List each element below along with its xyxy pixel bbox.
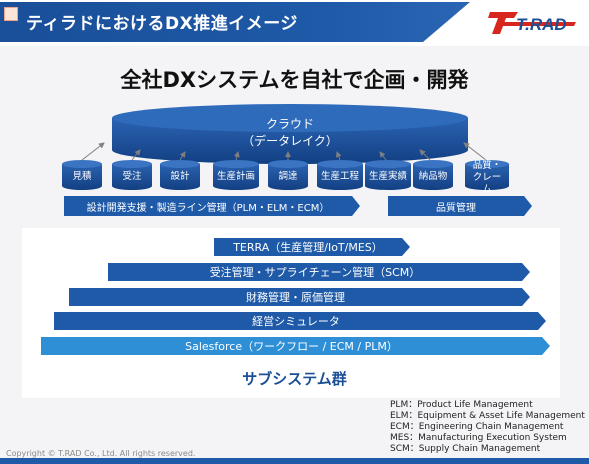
design-band-label: 設計開発支援・製造ライン管理（PLM・ELM・ECM） [86,202,330,214]
slide-marker-icon [4,7,18,21]
terra-bar-label: TERRA（生産管理/IoT/MES） [233,241,383,254]
db-cylinder-seisan-kotei [317,160,363,190]
cloud-disk [112,104,468,164]
trad-logo: T.RAD [488,12,576,34]
legend-elm: ELM：Equipment & Asset Life Management [390,411,585,421]
db-label-nohinbutsu: 納品物 [418,171,448,182]
db-label-seisan-kotei: 生産工程 [320,171,359,182]
cloud-label: クラウド （データレイク） [200,116,380,150]
simulator-bar-label: 経営シミュレータ [252,315,340,328]
logo-text: T.RAD [516,15,567,34]
abbreviation-legend: PLM：Product Life Management ELM：Equipmen… [390,400,585,455]
copyright-notice: Copyright © T.RAD Co., Ltd. All rights r… [6,449,196,458]
db-label-chotatsu: 調達 [278,171,298,182]
simulator-bar-shape [54,312,546,330]
design-band-shape [64,196,360,216]
page-heading: 全社DXシステムを自社で企画・開発 [120,68,469,92]
subsystems-label: サブシステム群 [242,370,347,388]
slide-title: ティラドにおけるDX推進イメージ [26,14,298,34]
db-cylinder-seisan-keikaku [213,160,259,190]
db-cylinder-seisan-jisseki [365,160,411,190]
cloud-label-line2: （データレイク） [242,134,338,148]
finance-bar-shape [69,288,530,306]
database-cylinders [62,160,509,190]
db-label-seisan-jisseki: 生産実績 [368,171,407,182]
salesforce-bar-shape [41,337,550,355]
finance-bar-label: 財務管理・原価管理 [246,291,345,304]
scm-bar-label: 受注管理・サプライチェーン管理（SCM） [209,266,421,279]
legend-ecm: ECM：Engineering Chain Management [390,422,564,432]
db-label-hinshitsu-claim: 品質・クレーム [472,160,502,195]
db-cylinder-sekkei [160,160,200,190]
db-label-sekkei: 設計 [170,171,190,182]
cloud-label-line1: クラウド [265,117,314,131]
connector-arrows [81,142,487,161]
footer-strip [0,458,589,464]
db-cylinder-nohinbutsu [413,160,453,190]
header-title-banner [0,2,470,42]
terra-bar-shape [214,238,410,256]
quality-band-shape [388,196,532,216]
legend-mes: MES：Manufacturing Execution System [390,433,567,443]
quality-band-label: 品質管理 [436,202,476,214]
cloud-diagram [62,104,532,216]
db-cylinder-hinshitsu-claim [465,160,509,190]
db-cylinder-juchu [112,160,152,190]
db-label-seisan-keikaku: 生産計画 [216,171,255,182]
db-cylinder-mitsumori [62,160,102,190]
legend-plm: PLM：Product Life Management [390,400,533,410]
db-label-juchu: 受注 [122,171,142,182]
legend-scm: SCM：Supply Chain Management [390,444,541,454]
scm-bar-shape [108,263,530,281]
db-cylinder-chotatsu [268,160,308,190]
db-label-mitsumori: 見積 [72,171,92,182]
salesforce-bar-label: Salesforce（ワークフロー / ECM / PLM） [185,340,398,353]
